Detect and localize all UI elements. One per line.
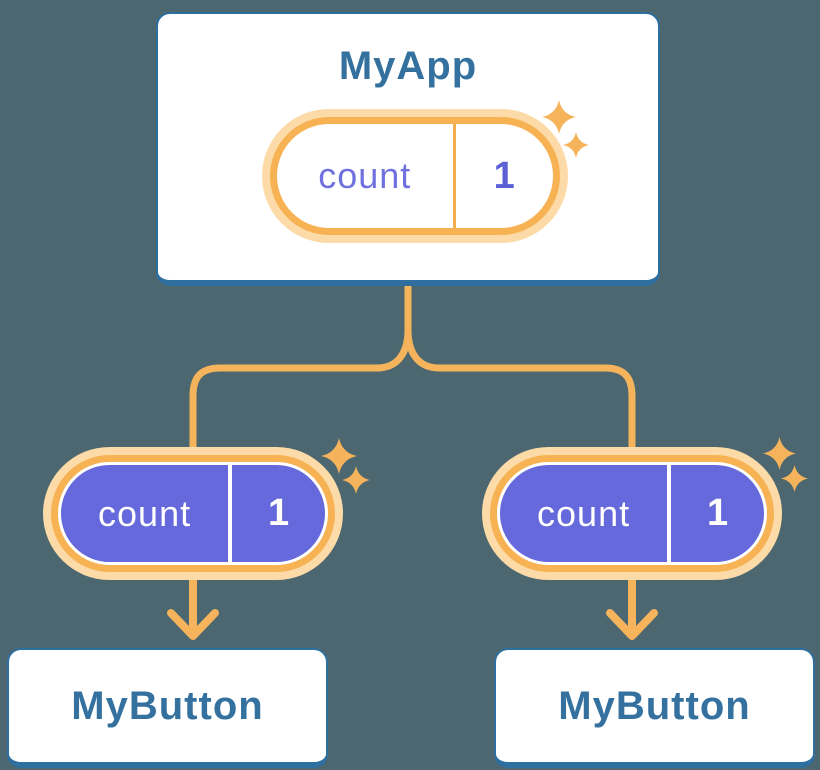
state-value: 1 <box>493 154 515 197</box>
arrow-down-icon <box>606 574 658 640</box>
pill-divider <box>667 465 672 562</box>
component-card-child-right: MyButton <box>494 648 815 768</box>
sparkle-icon <box>781 465 808 492</box>
state-name: count <box>537 492 631 534</box>
state-pill-body: count 1 <box>58 462 328 565</box>
component-title: MyApp <box>338 44 478 88</box>
arrow-down-icon <box>167 574 219 640</box>
pill-divider <box>452 124 456 228</box>
state-pill-ring: count 1 <box>51 455 335 572</box>
state-pill-root: count 1 <box>262 109 568 243</box>
component-title: MyButton <box>71 683 264 728</box>
state-pill-child-right: count 1 <box>482 447 782 580</box>
state-pill-body: count 1 <box>497 462 767 565</box>
sparkle-icon <box>342 466 370 494</box>
pill-divider <box>228 465 233 562</box>
state-pill-body: count 1 <box>277 124 553 228</box>
branch-line-left <box>189 280 412 453</box>
branch-line-right <box>404 280 636 453</box>
state-value: 1 <box>707 492 729 534</box>
state-pill-child-left: count 1 <box>43 447 343 580</box>
sparkle-icon <box>542 100 576 134</box>
state-pill-ring: count 1 <box>490 455 774 572</box>
state-pill-ring: count 1 <box>270 117 560 235</box>
component-card-child-left: MyButton <box>7 648 328 768</box>
state-value: 1 <box>268 492 290 534</box>
sparkle-icon <box>763 437 796 470</box>
sparkle-icon <box>321 438 357 474</box>
component-title: MyButton <box>558 683 751 728</box>
state-name: count <box>98 492 192 534</box>
sparkle-icon <box>563 132 589 158</box>
state-name: count <box>318 155 412 196</box>
